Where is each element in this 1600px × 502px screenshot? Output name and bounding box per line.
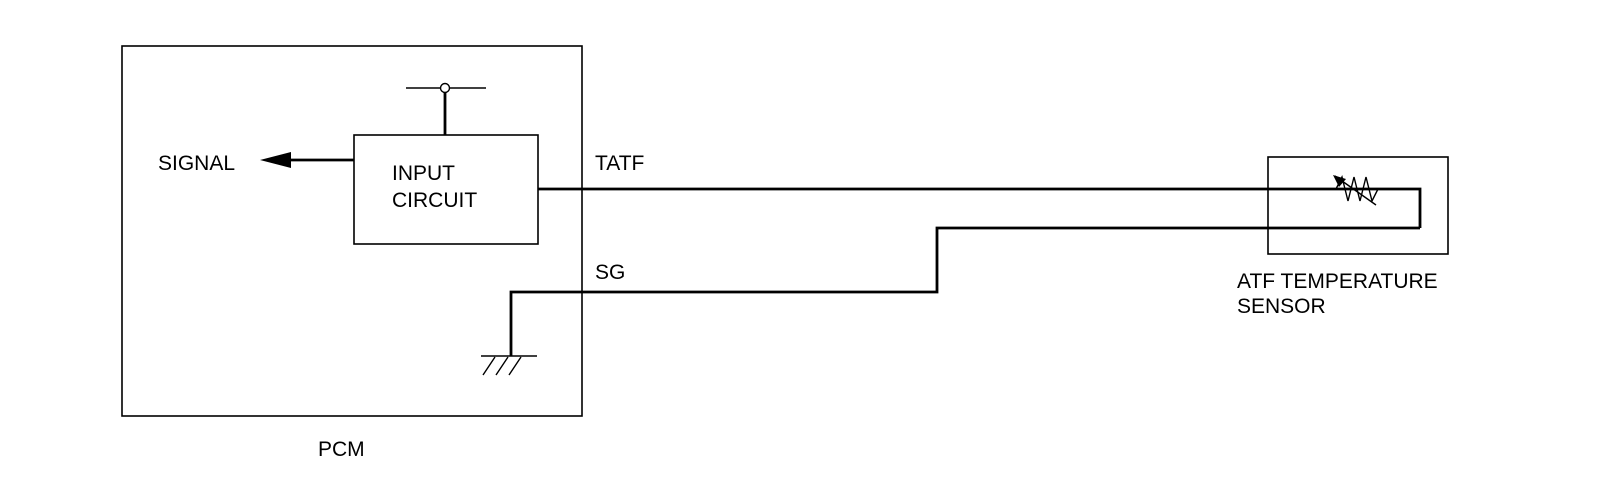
input-circuit-box — [353, 134, 539, 245]
pcm-box — [121, 45, 583, 417]
atf-sensor-box — [1267, 156, 1449, 255]
input-circuit-label-line2: CIRCUIT — [392, 189, 477, 212]
sg-wire — [509, 226, 1420, 356]
atf-sensor-label-line2: SENSOR — [1237, 295, 1326, 318]
thermistor-icon — [1333, 174, 1379, 206]
atf-sensor-label-line1: ATF TEMPERATURE — [1237, 270, 1438, 293]
ground-icon — [481, 355, 537, 376]
tatf-wire-label: TATF — [595, 152, 644, 175]
signal-arrow-icon — [260, 152, 354, 168]
signal-label: SIGNAL — [158, 152, 235, 175]
pcm-label: PCM — [318, 438, 365, 461]
input-circuit-label-line1: INPUT — [392, 162, 455, 185]
sg-wire-label: SG — [595, 261, 625, 284]
power-supply-terminal-icon — [406, 82, 486, 135]
tatf-wire — [538, 187, 1422, 228]
